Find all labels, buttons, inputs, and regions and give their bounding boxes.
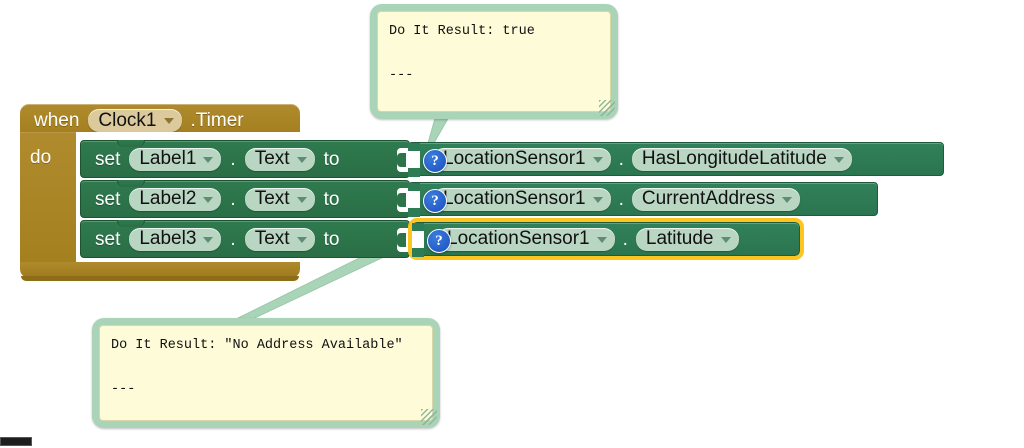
sensor-property-dropdown[interactable]: Latitude xyxy=(635,227,739,251)
sensor-property-dropdown[interactable]: CurrentAddress xyxy=(631,187,800,211)
chevron-down-icon xyxy=(296,196,307,203)
sensor-property-dropdown[interactable]: HasLongitudeLatitude xyxy=(631,147,852,171)
clock-component-dropdown[interactable]: Clock1 xyxy=(88,109,182,132)
set-label: set xyxy=(95,188,121,210)
balloon-bottom-line1: Do It Result: "No Address Available" xyxy=(111,338,403,353)
to-label: to xyxy=(323,228,340,250)
question-mark-icon[interactable]: ? xyxy=(427,229,451,253)
do-it-result-balloon-top[interactable]: Do It Result: true --- xyxy=(370,4,618,119)
balloon-bottom-line2: --- xyxy=(111,382,136,397)
scroll-nub[interactable] xyxy=(0,437,32,446)
sensor-component-value: LocationSensor1 xyxy=(443,188,586,209)
sensor-property-value: HasLongitudeLatitude xyxy=(641,148,827,169)
balloon-bottom-text: Do It Result: "No Address Available" --- xyxy=(99,325,433,421)
event-block-footer[interactable] xyxy=(20,262,300,281)
event-name-label: .Timer xyxy=(190,110,244,131)
event-block-header[interactable]: when Clock1 .Timer xyxy=(20,104,300,132)
set-label: set xyxy=(95,228,121,250)
chevron-down-icon xyxy=(296,236,307,243)
question-mark-icon[interactable]: ? xyxy=(423,189,447,213)
balloon-top-text: Do It Result: true --- xyxy=(377,11,611,112)
balloon-top-line2: --- xyxy=(389,68,414,83)
property-dropdown[interactable]: Text xyxy=(244,187,315,211)
property-dropdown[interactable]: Text xyxy=(244,147,315,171)
value-socket xyxy=(397,188,410,212)
property-dropdown[interactable]: Text xyxy=(244,227,315,251)
getter-block-selected[interactable]: ? LocationSensor1 . Latitude xyxy=(408,218,804,260)
dot-separator: . xyxy=(230,228,236,250)
set-statement-row[interactable]: set Label1 . Text to xyxy=(80,140,410,178)
sensor-component-dropdown[interactable]: LocationSensor1 xyxy=(433,187,611,211)
chevron-down-icon xyxy=(296,156,307,163)
clock-component-value: Clock1 xyxy=(98,109,157,131)
balloon-top-line1: Do It Result: true xyxy=(389,24,535,39)
dot-separator: . xyxy=(230,188,236,210)
set-statement-row[interactable]: set Label3 . Text to xyxy=(80,220,410,258)
dot-separator: . xyxy=(622,228,628,250)
sensor-property-value: Latitude xyxy=(645,228,714,249)
getter-block[interactable]: ? LocationSensor1 . HasLongitudeLatitude xyxy=(408,142,944,177)
do-it-result-balloon-bottom[interactable]: Do It Result: "No Address Available" --- xyxy=(92,318,440,428)
chevron-down-icon xyxy=(596,236,607,243)
block-plug-tab xyxy=(408,191,417,208)
chevron-down-icon xyxy=(203,156,214,163)
dot-separator: . xyxy=(618,148,624,170)
property-value: Text xyxy=(254,148,290,169)
to-label: to xyxy=(323,188,340,210)
dot-separator: . xyxy=(618,188,624,210)
property-value: Text xyxy=(254,228,290,249)
block-plug-tab xyxy=(408,151,417,168)
label-component-value: Label1 xyxy=(139,148,197,169)
chevron-down-icon xyxy=(203,236,214,243)
event-block-header-row: when Clock1 .Timer xyxy=(34,109,244,132)
value-socket xyxy=(397,228,410,252)
chevron-down-icon xyxy=(720,236,731,243)
to-label: to xyxy=(323,148,340,170)
sensor-component-dropdown[interactable]: LocationSensor1 xyxy=(437,227,615,251)
getter-block[interactable]: ? LocationSensor1 . CurrentAddress xyxy=(408,182,878,217)
label-component-dropdown[interactable]: Label2 xyxy=(129,187,222,211)
value-socket xyxy=(397,148,410,172)
block-plug-tab xyxy=(412,231,421,248)
question-mark-icon[interactable]: ? xyxy=(423,149,447,173)
label-component-value: Label2 xyxy=(139,188,197,209)
chevron-down-icon xyxy=(592,156,603,163)
chevron-down-icon xyxy=(781,196,792,203)
label-component-dropdown[interactable]: Label3 xyxy=(129,227,222,251)
set-statement-row[interactable]: set Label2 . Text to xyxy=(80,180,410,218)
set-label: set xyxy=(95,148,121,170)
sensor-component-value: LocationSensor1 xyxy=(443,148,586,169)
chevron-down-icon xyxy=(833,156,844,163)
sensor-component-dropdown[interactable]: LocationSensor1 xyxy=(433,147,611,171)
label-component-dropdown[interactable]: Label1 xyxy=(129,147,222,171)
chevron-down-icon xyxy=(163,118,174,124)
label-component-value: Label3 xyxy=(139,228,197,249)
when-label: when xyxy=(34,110,80,131)
sensor-property-value: CurrentAddress xyxy=(641,188,775,209)
dot-separator: . xyxy=(230,148,236,170)
block-notch xyxy=(117,180,145,187)
block-notch xyxy=(117,140,145,147)
chevron-down-icon xyxy=(592,196,603,203)
block-notch xyxy=(117,220,145,227)
do-label: do xyxy=(30,147,52,168)
chevron-down-icon xyxy=(203,196,214,203)
property-value: Text xyxy=(254,188,290,209)
sensor-component-value: LocationSensor1 xyxy=(447,228,590,249)
